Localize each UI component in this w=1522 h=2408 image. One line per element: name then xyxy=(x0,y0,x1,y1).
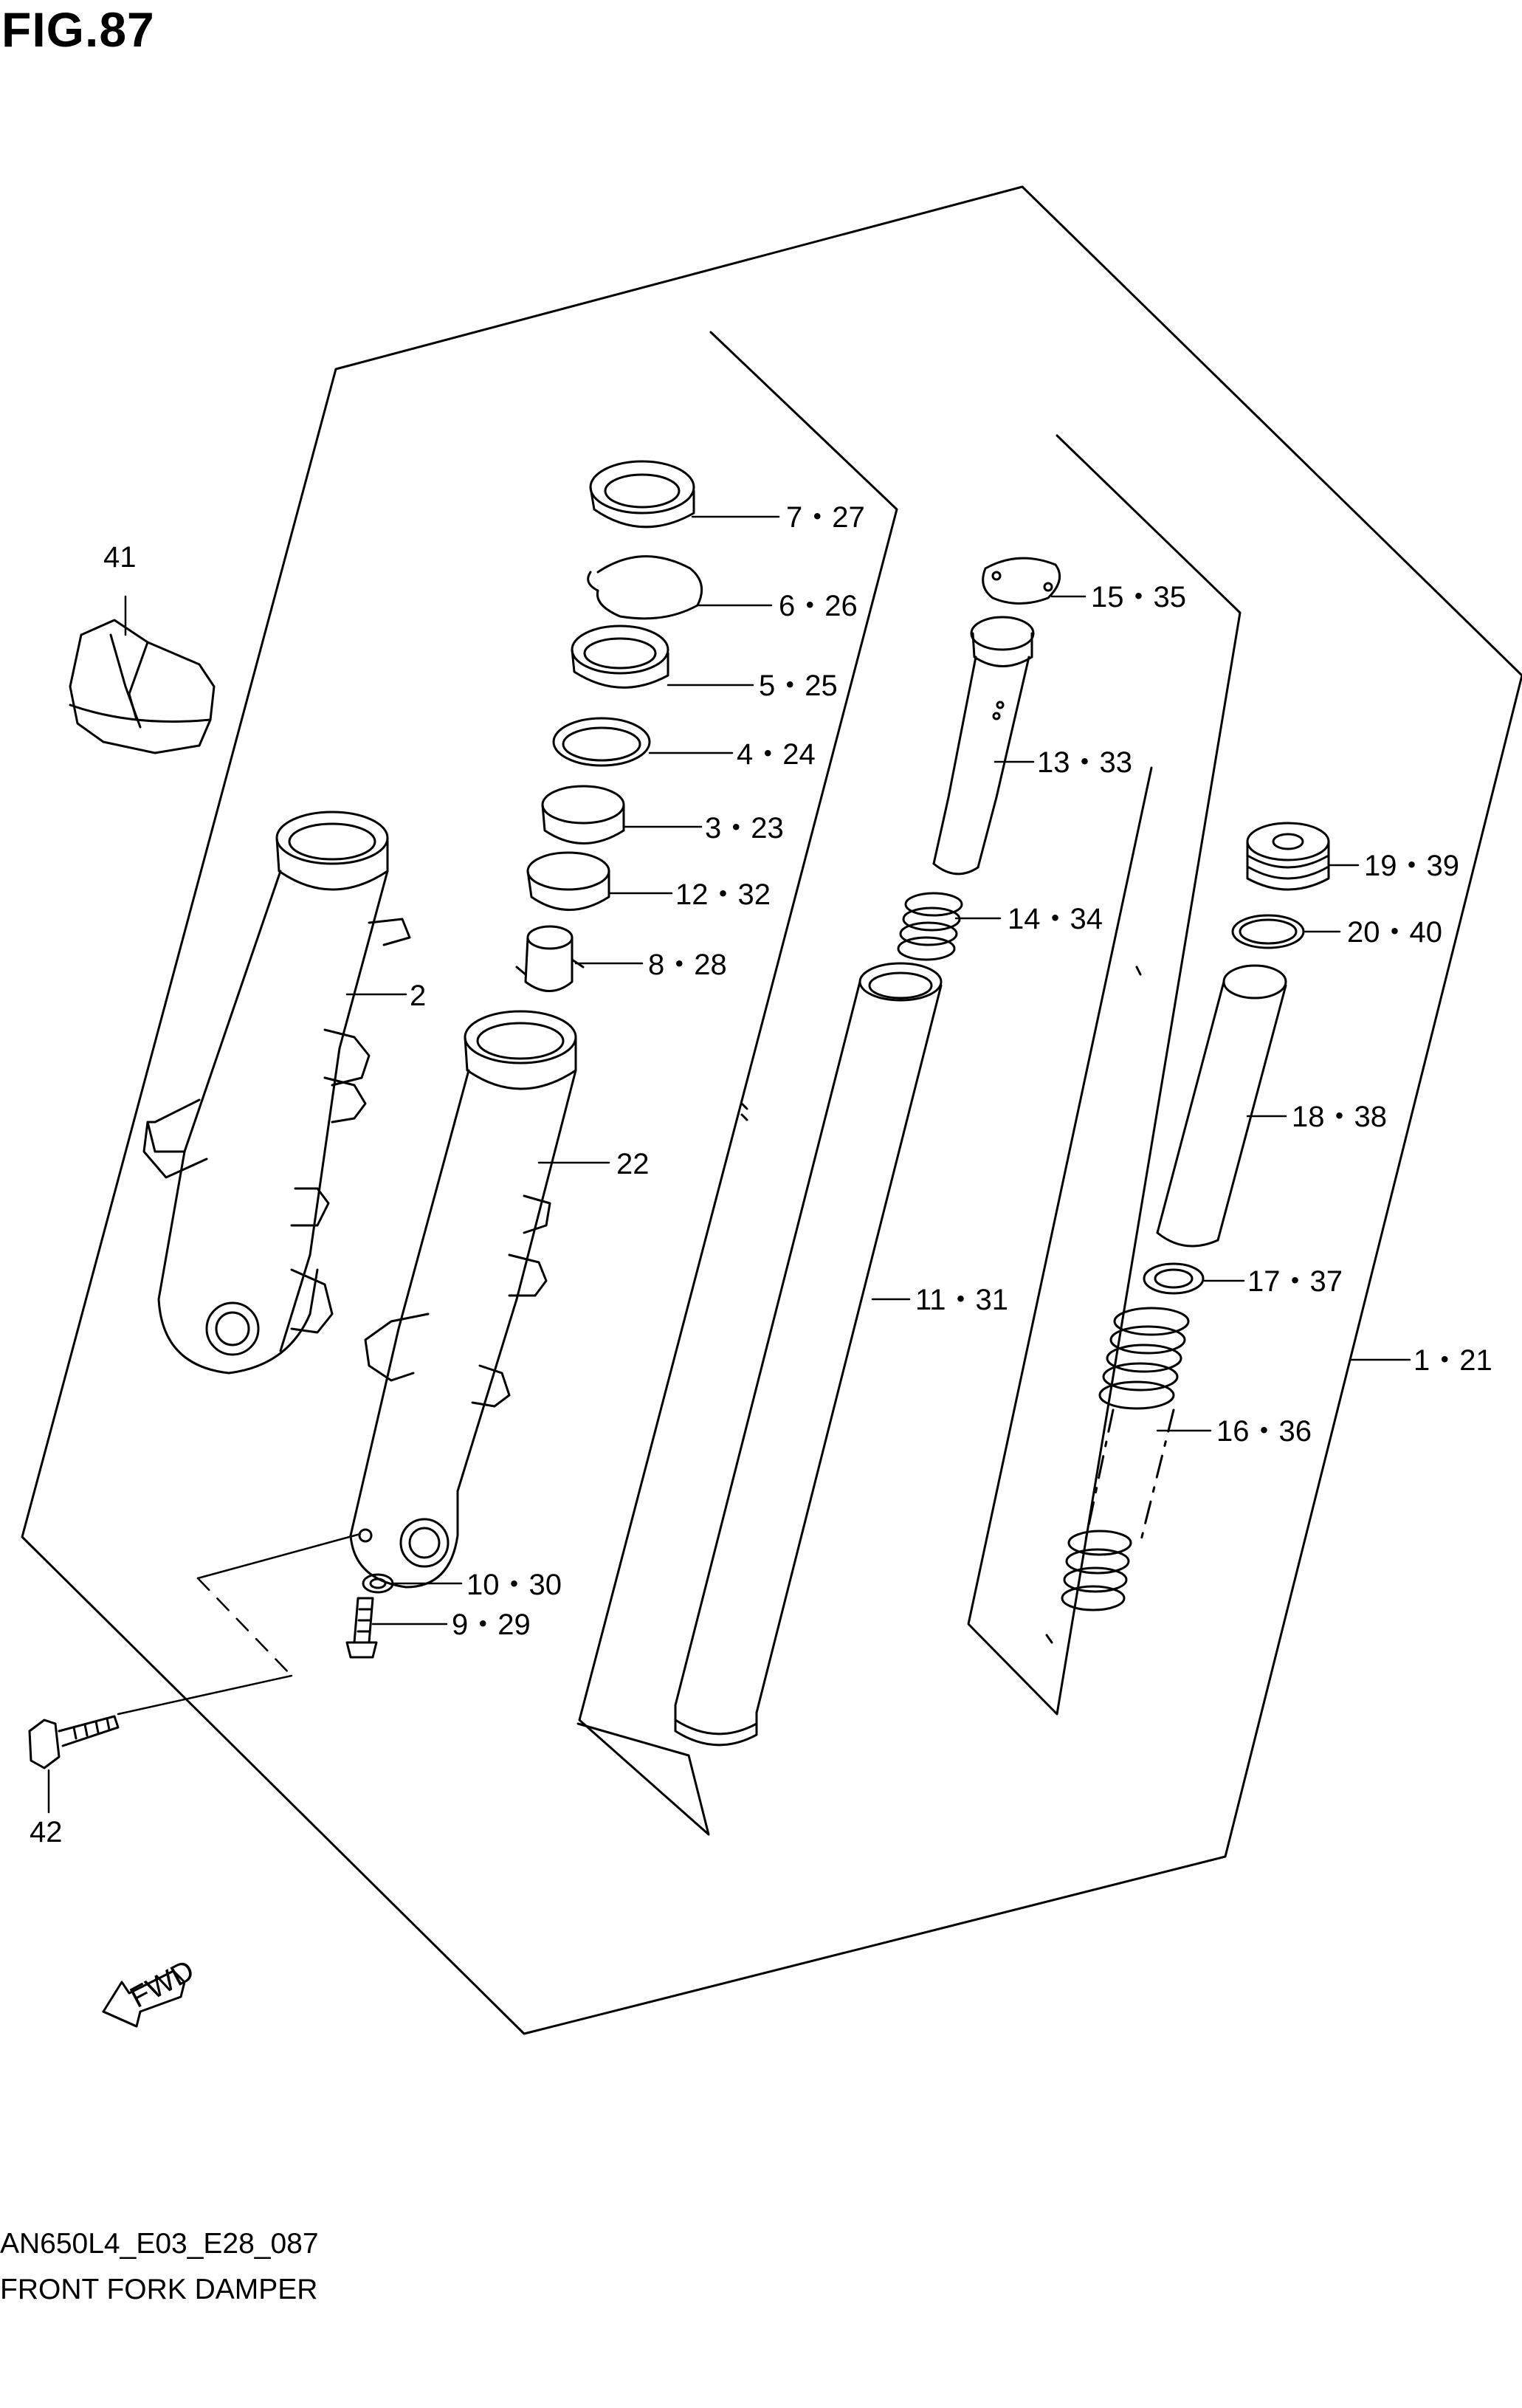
assembly-boundary-inner xyxy=(576,331,898,1836)
callout-12-32: 12・32 xyxy=(675,878,771,911)
part-9-drain-screw xyxy=(345,1597,378,1659)
assembly-boundary-spring xyxy=(967,434,1242,1716)
part-11-inner-tube xyxy=(674,962,943,1747)
part-19-cap-bolt xyxy=(1246,822,1330,891)
fwd-label: FWD xyxy=(125,1954,199,2015)
part-4-washer xyxy=(552,717,651,767)
part-17-washer xyxy=(1143,1262,1205,1295)
fwd-arrow-icon: FWD xyxy=(102,1954,199,2028)
callout-6-26: 6・26 xyxy=(779,590,858,622)
part-18-spacer xyxy=(1156,964,1287,1248)
part-42-bolt xyxy=(28,1715,120,1769)
part-2-outer-tube xyxy=(142,811,411,1375)
callout-20-40: 20・40 xyxy=(1347,916,1442,949)
callout-leader-lines xyxy=(47,515,1411,1814)
callout-3-23: 3・23 xyxy=(705,812,784,844)
callout-11-31: 11・31 xyxy=(915,1284,1008,1316)
assembly-boundary-outer xyxy=(21,185,1522,2035)
callout-19-39: 19・39 xyxy=(1364,850,1459,882)
callout-9-29: 9・29 xyxy=(452,1609,531,1641)
bolt-leader-lines xyxy=(117,1532,362,1716)
diagram-name: FRONT FORK DAMPER xyxy=(0,2274,318,2305)
callout-2: 2 xyxy=(410,980,426,1012)
callout-18-38: 18・38 xyxy=(1292,1101,1387,1133)
callout-13-33: 13・33 xyxy=(1037,746,1132,779)
part-5-oil-seal xyxy=(571,625,669,689)
callout-10-30: 10・30 xyxy=(466,1569,562,1601)
callout-14-34: 14・34 xyxy=(1008,903,1103,935)
callout-16-36: 16・36 xyxy=(1216,1415,1312,1448)
callout-7-27: 7・27 xyxy=(786,501,865,534)
part-41-boot xyxy=(69,619,216,754)
part-22-outer-tube xyxy=(349,1010,577,1589)
part-13-damper-rod xyxy=(932,616,1035,876)
callout-15-35: 15・35 xyxy=(1091,581,1186,613)
callout-5-25: 5・25 xyxy=(759,670,838,702)
part-6-stopper-ring xyxy=(587,555,703,620)
part-8-oil-lock-piece xyxy=(515,925,585,992)
part-12-bushing xyxy=(526,851,610,911)
part-20-o-ring xyxy=(1231,914,1305,949)
callout-17-37: 17・37 xyxy=(1247,1265,1343,1298)
part-15-ring xyxy=(982,557,1061,605)
callout-1-21: 1・21 xyxy=(1413,1344,1492,1377)
callout-41: 41 xyxy=(103,541,137,574)
callout-22: 22 xyxy=(616,1148,650,1180)
part-14-rebound-spring xyxy=(897,892,963,961)
part-16-fork-spring xyxy=(1061,1307,1190,1611)
callout-4-24: 4・24 xyxy=(737,738,816,771)
break-marks xyxy=(740,966,1142,1644)
callout-42: 42 xyxy=(30,1816,63,1848)
figure-title: FIG.87 xyxy=(1,2,155,57)
part-7-dust-seal xyxy=(589,460,695,529)
part-3-bushing xyxy=(541,785,625,844)
diagram-code: AN650L4_E03_E28_087 xyxy=(0,2228,319,2260)
callout-8-28: 8・28 xyxy=(648,949,727,981)
